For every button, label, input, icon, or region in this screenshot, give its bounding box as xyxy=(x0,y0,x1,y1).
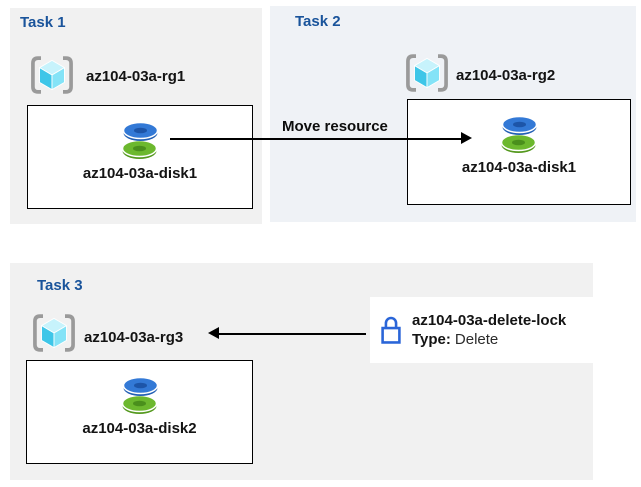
task2-title: Task 2 xyxy=(295,13,341,30)
task1-panel: Task 1 az104-03a-rg1 az104-03a-disk1 xyxy=(10,8,262,224)
delete-lock-type-line: Type:Delete xyxy=(412,330,566,349)
task1-title: Task 1 xyxy=(20,14,66,31)
resource-group-icon xyxy=(405,53,449,93)
task1-resource-box: az104-03a-disk1 xyxy=(27,105,253,209)
lock-icon xyxy=(379,314,403,346)
move-resource-label: Move resource xyxy=(282,118,388,135)
task3-resource-group-label: az104-03a-rg3 xyxy=(84,329,184,346)
task3-disk-label: az104-03a-disk2 xyxy=(82,420,197,437)
lock-arrowhead-icon xyxy=(208,327,219,339)
delete-lock-callout: az104-03a-delete-lock Type:Delete xyxy=(370,297,600,363)
resource-group-icon xyxy=(32,313,76,353)
move-resource-arrow-line xyxy=(170,138,462,140)
task2-disk-label: az104-03a-disk1 xyxy=(461,159,577,176)
disk-icon xyxy=(118,120,162,160)
lock-arrow-line xyxy=(218,333,366,335)
task2-resource-group-label: az104-03a-rg2 xyxy=(456,67,556,84)
task3-panel: Task 3 az104-03a-rg3 az104-03a-disk2 az1… xyxy=(10,263,600,480)
delete-lock-type-value: Delete xyxy=(454,331,499,348)
task1-resource-group-label: az104-03a-rg1 xyxy=(86,68,186,85)
task3-resource-box: az104-03a-disk2 xyxy=(26,360,253,464)
move-resource-arrowhead-icon xyxy=(461,132,472,144)
task3-title: Task 3 xyxy=(37,277,83,294)
delete-lock-name: az104-03a-delete-lock xyxy=(412,312,567,329)
task2-panel: Task 2 az104-03a-rg2 az104-03a-disk1 xyxy=(270,6,636,222)
resource-group-icon xyxy=(30,55,74,95)
disk-icon xyxy=(118,375,162,415)
disk-icon xyxy=(497,114,541,154)
task1-disk-label: az104-03a-disk1 xyxy=(82,165,198,182)
task2-resource-box: az104-03a-disk1 xyxy=(407,99,631,205)
delete-lock-text: az104-03a-delete-lock Type:Delete xyxy=(412,311,566,349)
delete-lock-type-label: Type: xyxy=(412,331,451,348)
